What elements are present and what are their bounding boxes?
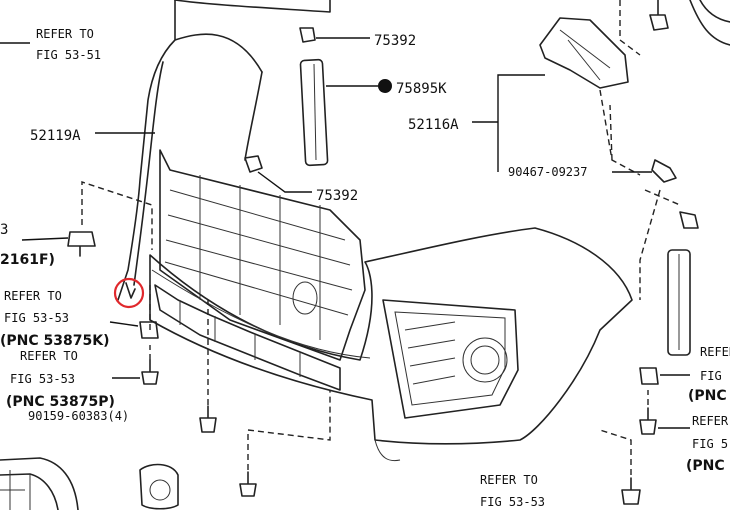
screw-bottom-right: [621, 477, 641, 505]
label-refer-bottom-l1: REFER TO: [480, 473, 538, 487]
bumper-upper-lip: [151, 269, 371, 359]
clip-right-1: [639, 367, 659, 385]
label-75895K: 75895K: [396, 81, 447, 97]
label-left-cut-3: 3: [0, 222, 8, 238]
dash-52116A: [599, 89, 641, 176]
label-75392-mid: 75392: [316, 188, 358, 204]
label-left-cut-2161F: 2161F): [0, 252, 55, 268]
label-52119A: 52119A: [30, 128, 81, 144]
label-refer-left2-l1: REFER TO: [20, 349, 78, 363]
fog-fin-1: [404, 321, 456, 331]
label-right-refer2: REFER: [692, 414, 729, 428]
grille-bar-4: [164, 261, 349, 316]
label-refer-left2-l2: FIG 53-53: [10, 372, 75, 386]
fog-fin-3: [409, 357, 456, 367]
label-right-refer1: REFER: [700, 345, 730, 359]
fender-frame: [117, 0, 263, 301]
grille-upper-frame: [244, 71, 263, 161]
label-refer-left1-l2: FIG 53-53: [4, 311, 69, 325]
clip-left-1: [139, 321, 159, 339]
headlamp-fragment-inner: [0, 470, 31, 510]
moulding-strip-75895K: [299, 58, 329, 167]
screw-right-2: [639, 407, 657, 435]
grille-bar-1: [169, 189, 346, 241]
dash-left-clip: [81, 181, 153, 250]
bolt-90467: [651, 159, 677, 183]
label-pnc-53875P: (PNC 53875P): [6, 394, 115, 410]
bolt-top-right: [649, 0, 669, 31]
label-right-fig1: FIG: [700, 369, 722, 383]
label-right-pnc1: (PNC: [688, 388, 727, 404]
dash-right-bolt: [639, 189, 681, 300]
dash-right-lower: [599, 390, 649, 475]
dash-top-right: [619, 0, 641, 56]
screw-90159: [199, 405, 217, 433]
label-refer-left1-l1: REFER TO: [4, 289, 62, 303]
moulding-strip-inner: [313, 63, 317, 161]
screw-left-2: [141, 359, 159, 385]
leader-refer-left1: [109, 321, 139, 327]
label-pnc-53875K: (PNC 53875K): [0, 333, 109, 349]
leader-75392-mid: [257, 171, 312, 193]
bumper-lower-strip: [154, 284, 341, 391]
leader-52116A: [472, 74, 545, 172]
fender-inner-edge: [133, 61, 164, 286]
screw-bottom-mid: [239, 471, 257, 497]
fog-lamp-inner: [394, 311, 506, 406]
label-90467-09237: 90467-09237: [508, 165, 587, 179]
fog-lamp-lens-inner: [470, 345, 500, 375]
label-right-pnc2: (PNC: [686, 458, 725, 474]
grille-bar-3: [165, 239, 353, 291]
bumper-bracket-52116A: [539, 17, 629, 89]
highlight-circle: [113, 277, 145, 309]
front-bumper-cover: [149, 227, 633, 445]
leader-left-cut: [21, 237, 69, 241]
label-75392-top: 75392: [374, 33, 416, 49]
radiator-grille: [159, 149, 366, 361]
label-90159-60383: 90159-60383(4): [28, 409, 129, 423]
fog-fin-4: [412, 375, 456, 385]
headlamp-fragment: [0, 457, 79, 510]
fog-fin-2: [407, 339, 456, 349]
fog-lamp-lens: [462, 337, 508, 383]
moulding-strip-right: [667, 249, 691, 356]
label-refer-53-51-l2: FIG 53-51: [36, 48, 101, 62]
label-refer-bottom-l2: FIG 53-53: [480, 495, 545, 509]
dash-bottom-mid: [247, 390, 331, 470]
label-52116A: 52116A: [408, 117, 459, 133]
bumper-lower-edge: [374, 439, 401, 462]
hood-edge-left: [174, 0, 331, 13]
bracket-detail: [559, 29, 611, 81]
sensor-fragment: [139, 463, 179, 510]
bolt-right-side: [679, 211, 699, 229]
fog-lamp-bezel: [382, 299, 519, 419]
label-refer-53-51-l1: REFER TO: [36, 27, 94, 41]
grille-emblem-mount: [292, 281, 318, 315]
clip-left-grommet: [67, 231, 96, 257]
clip-75392-top: [299, 27, 316, 43]
label-right-fig2: FIG 5: [692, 437, 728, 451]
clip-75392-mid: [244, 155, 263, 173]
highlighted-clip: [125, 282, 136, 299]
sensor-fragment-lens: [149, 479, 171, 501]
grille-bar-2: [167, 214, 351, 266]
fastener-dot-75895K: [378, 79, 392, 93]
corner-piece-top-right: [689, 0, 730, 46]
